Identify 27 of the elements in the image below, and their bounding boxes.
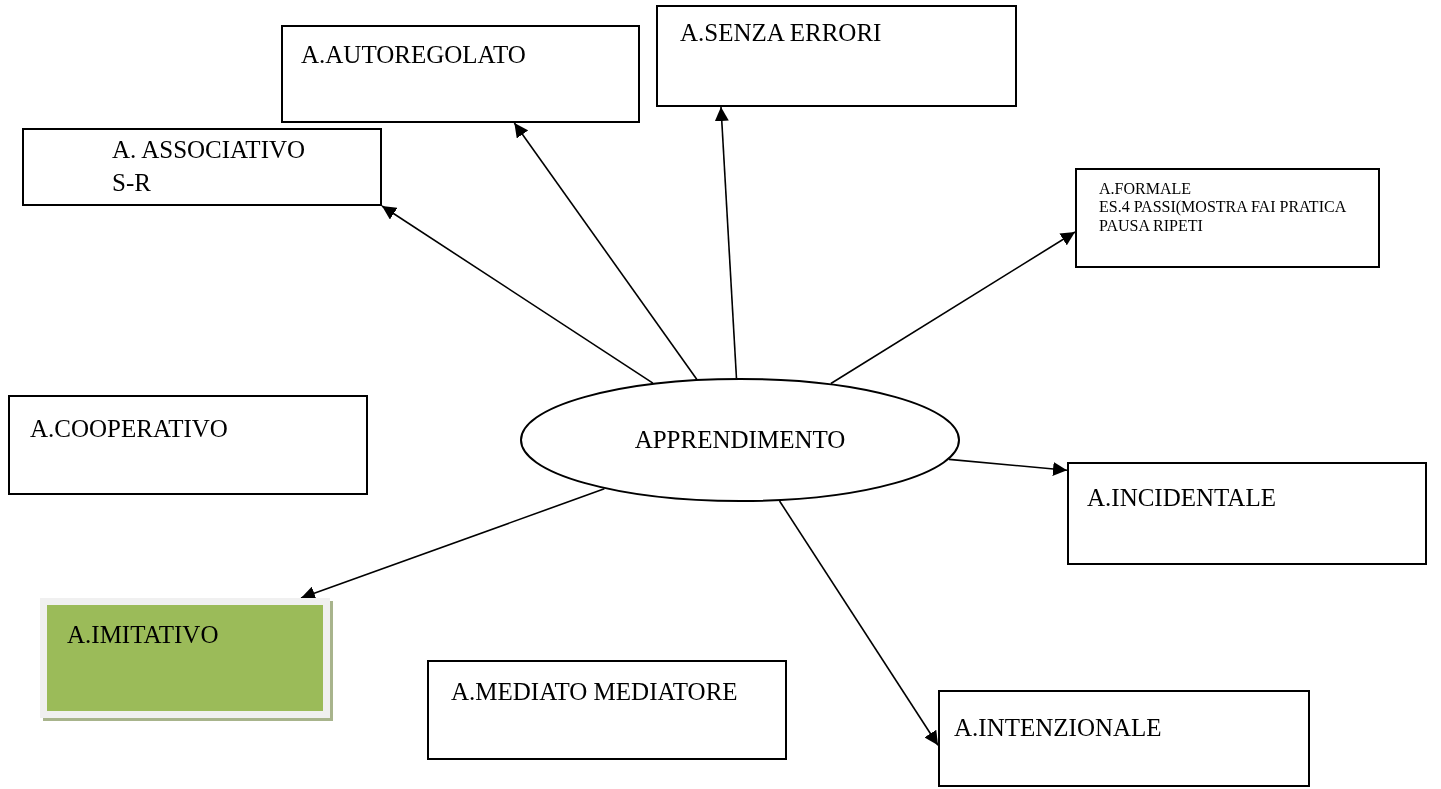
- arrow: [778, 500, 939, 747]
- arrow: [513, 122, 698, 380]
- arrow: [948, 458, 1068, 476]
- node-title: A.AUTOREGOLATO: [301, 40, 527, 70]
- node-title: A.FORMALE: [1099, 180, 1192, 199]
- process-box: [1075, 168, 1380, 268]
- node-title: A.COOPERATIVO: [30, 414, 229, 444]
- process-box: [281, 25, 640, 123]
- arrow: [830, 231, 1076, 385]
- node-title: A.MEDIATO MEDIATORE: [451, 677, 739, 707]
- process-box: [1067, 462, 1427, 565]
- node-title: APPRENDIMENTO: [634, 424, 846, 455]
- process-box: [938, 690, 1310, 787]
- node-title: A. ASSOCIATIVO S-R: [112, 135, 307, 198]
- arrow: [300, 488, 606, 600]
- node-title: A.INCIDENTALE: [1087, 483, 1277, 513]
- process-box: [427, 660, 787, 760]
- process-box: [22, 128, 382, 206]
- node-title: A.SENZA ERRORI: [680, 18, 883, 48]
- arrow: [714, 106, 738, 379]
- process-box: [8, 395, 368, 495]
- node-title: A.IMITATIVO: [67, 620, 220, 650]
- node-text: ES.4 PASSI(MOSTRA FAI PRATICA PAUSA RIPETI: [1099, 198, 1347, 236]
- highlighted-box: [40, 598, 330, 718]
- process-box: [656, 5, 1017, 107]
- node-title: A.INTENZIONALE: [954, 713, 1163, 743]
- arrow: [381, 205, 654, 384]
